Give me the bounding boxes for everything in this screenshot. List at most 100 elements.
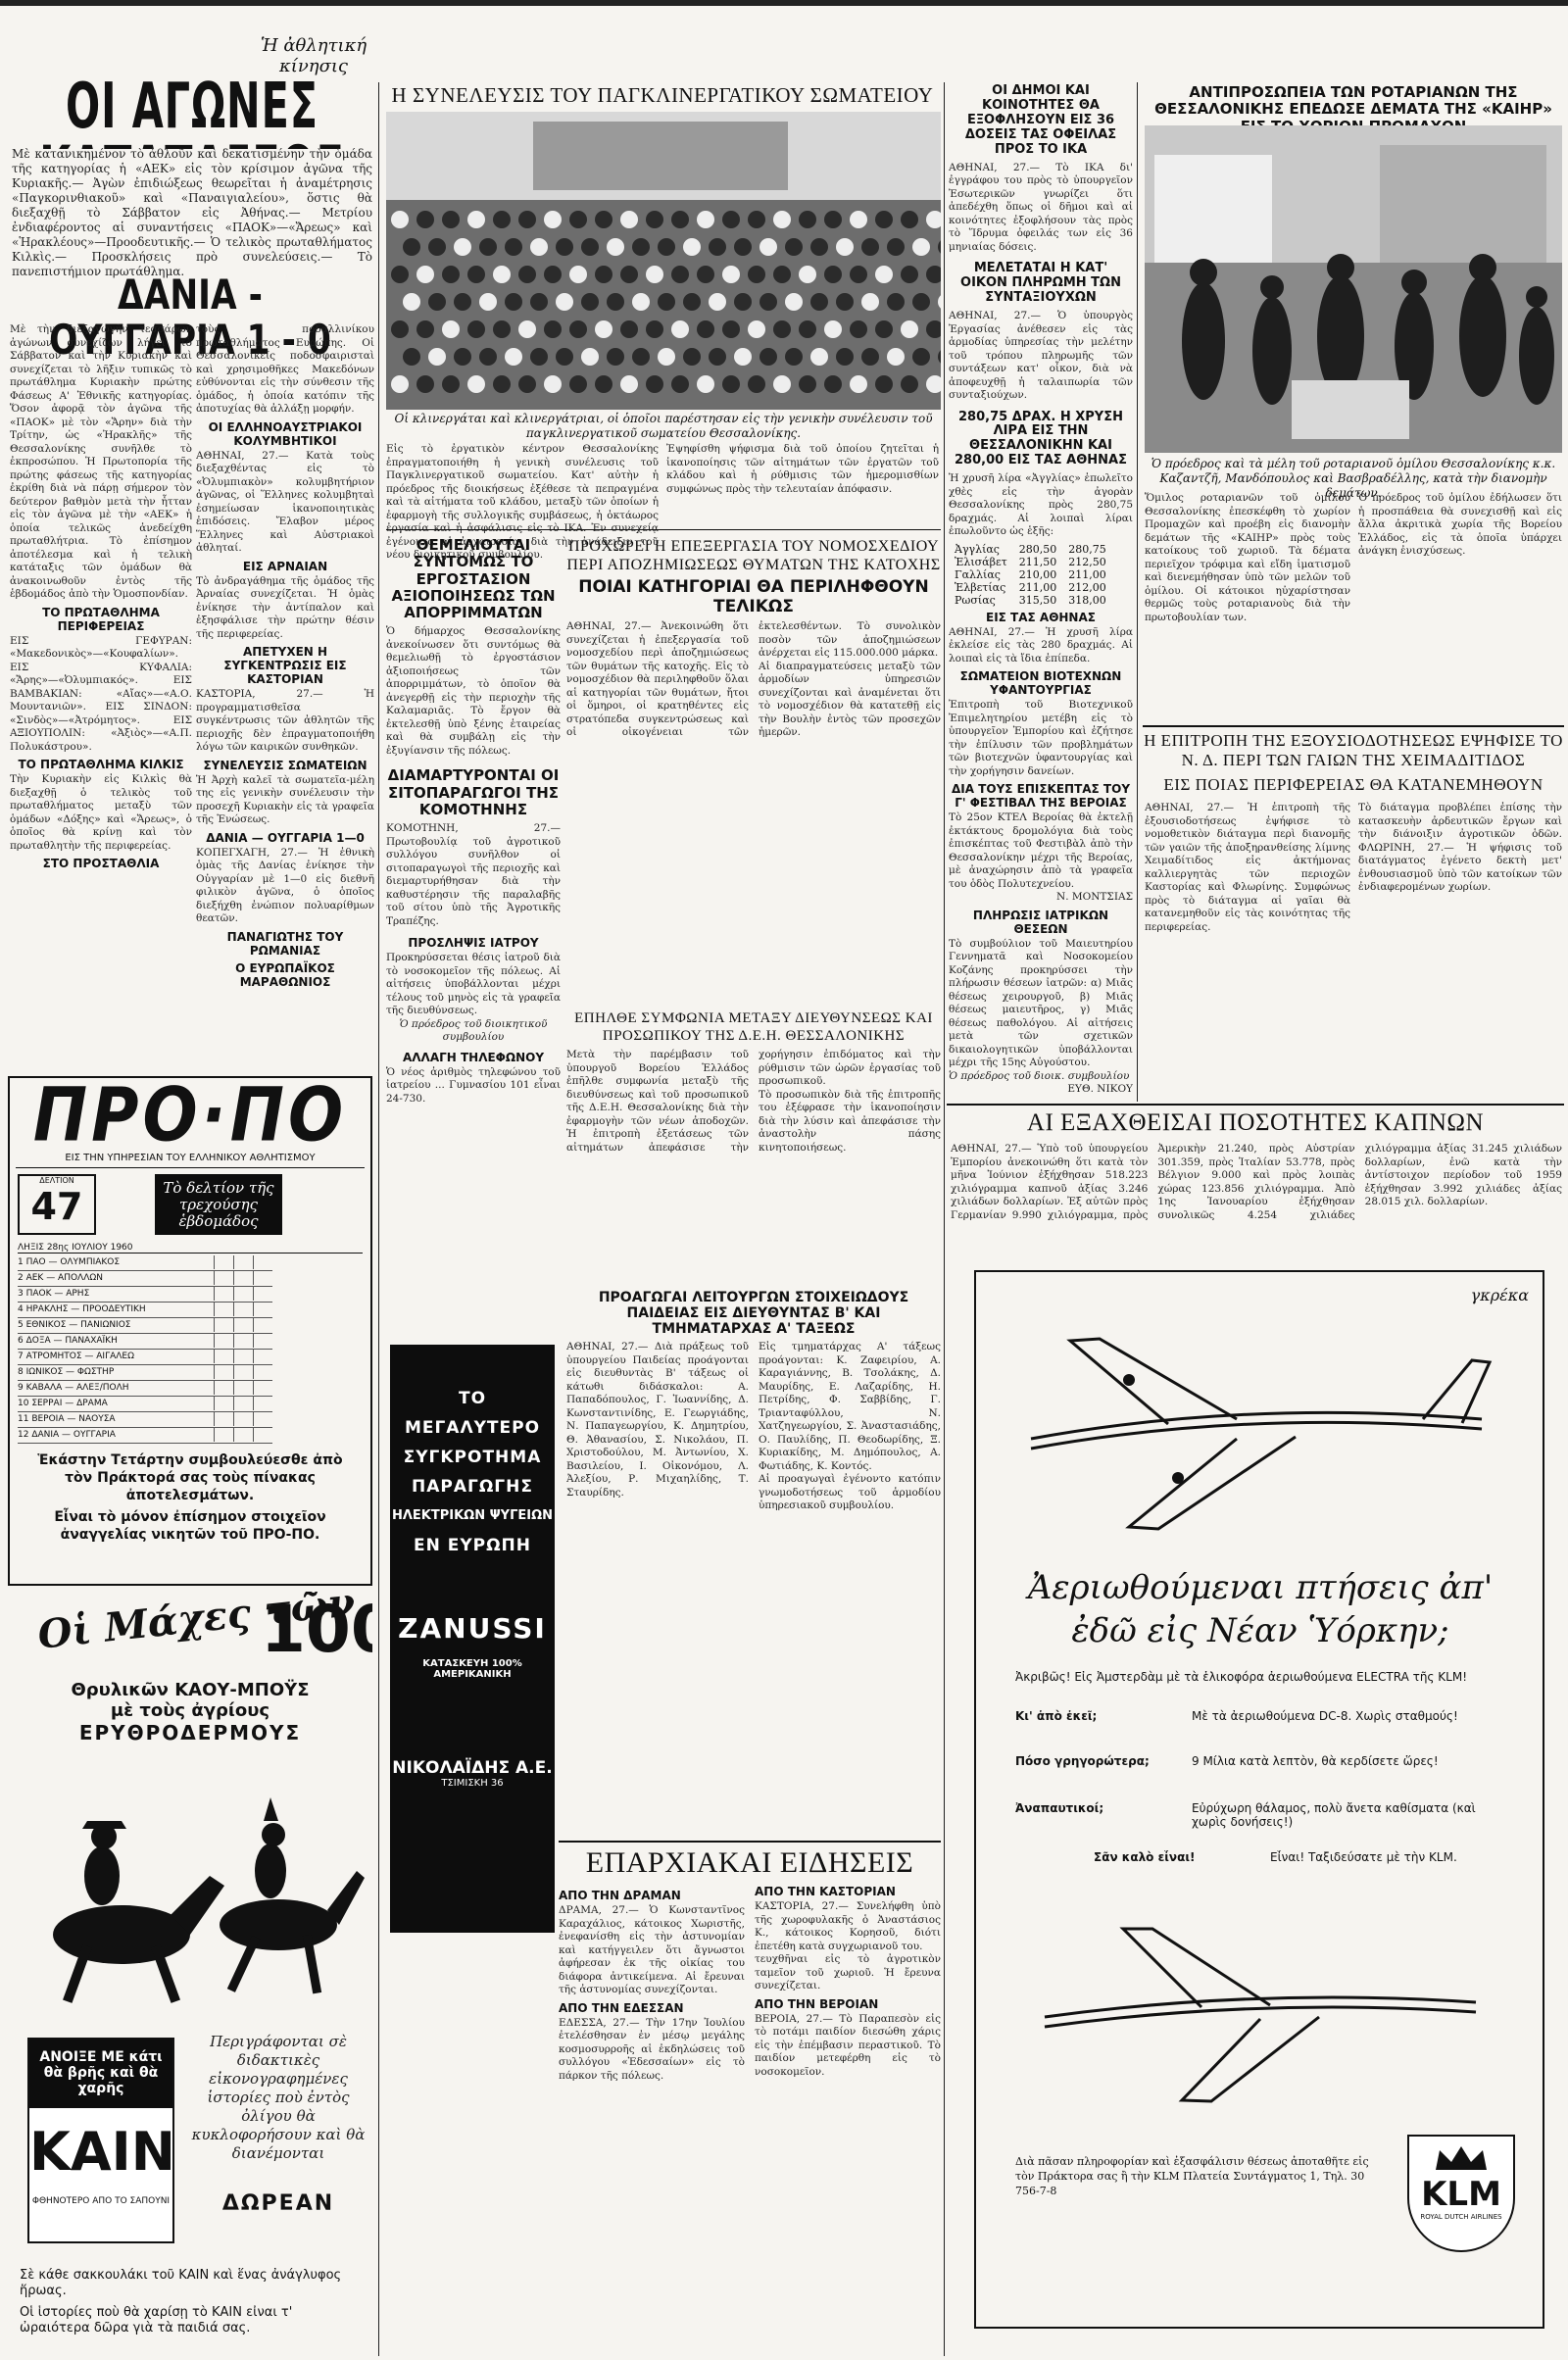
sports-lead: Μὲ κατανικημένον τὸ ἀθλοῦν καὶ δεκατισμέ… <box>12 147 372 278</box>
crowd-head <box>607 238 624 256</box>
crowd-head <box>620 211 638 228</box>
deh-body2: Τὸ προσωπικὸν διὰ τῆς ἐπιτροπῆς του ἐξέφ… <box>759 1088 941 1154</box>
gold-rate-buy: 211,50 <box>1018 555 1057 568</box>
gold-rate-name: Γαλλίας <box>955 567 1001 581</box>
propeller-plane-illustration <box>1030 1337 1493 1531</box>
crowd-head <box>683 348 701 366</box>
klm-q2: Πόσο γρηγορώτερα; <box>1015 1754 1150 1768</box>
bill-body2: Αἱ διαπραγματεύσεις μεταξὺ τῶν ἁρμοδίων … <box>759 660 941 739</box>
column-rule <box>1137 82 1138 1102</box>
crowd-head <box>836 293 854 311</box>
tobacco-headline: ΑΙ ΕΞΑΧΘΕΙΣΑΙ ΠΟΣΟΤΗΤΕΣ ΚΑΠΝΩΝ <box>1026 1109 1485 1136</box>
teachers-body: ΑΘΗΝΑΙ, 27.— Διὰ πράξεως τοῦ ὑπουργείου … <box>566 1341 749 1499</box>
crowd-head <box>824 320 842 338</box>
rotary-body: Ὅμιλος ροταριανῶν τοῦ ὁμίλου Θεσσαλονίκη… <box>1145 492 1350 623</box>
bill-body: ΑΘΗΝΑΙ, 27.— Ἀνεκοινώθη ὅτι συνεχίζεται … <box>566 620 941 739</box>
propo-slogan: Τὸ δελτίον τῆς τρεχούσης ἑβδομάδος <box>155 1174 282 1235</box>
arnaia-body: Τὸ ἀνδραγάθημα τῆς ὁμάδος τῆς Ἀρναίας συ… <box>196 574 374 640</box>
crowd-head <box>722 266 740 283</box>
pan-title: ΠΑΝΑΓΙΩΤΗΣ ΤΟΥ ΡΩΜΑΝΙΑΣ <box>226 929 344 958</box>
crowd-head <box>544 320 562 338</box>
deh-article: ΕΠΗΛΘΕ ΣΥΜΦΩΝΙΑ ΜΕΤΑΞΥ ΔΙΕΥΘΥΝΣΕΩΣ ΚΑΙ Π… <box>566 1009 941 1284</box>
crowd-head <box>773 320 791 338</box>
propo-match-row: 9 ΚΑΒΑΛΑ — ΑΛΕΞ/ΠΟΛΗ <box>18 1381 272 1397</box>
crowd-head <box>467 375 485 393</box>
crowd-head <box>836 238 854 256</box>
crowd-head <box>912 293 930 311</box>
groups-title: ΤΟ ΠΡΩΤΑΘΛΗΜΑ ΠΕΡΙΦΕΡΕΙΑΣ <box>42 605 160 633</box>
crowd-head <box>505 238 522 256</box>
greek-title: ΟΙ ΕΛΛΗΝΟΑΥΣΤΡΙΑΚΟΙ ΚΟΛΥΜΒΗΤΙΚΟΙ <box>208 419 363 448</box>
propo-match-label: 2 ΑΕΚ — ΑΠΟΛΛΩΝ <box>18 1273 103 1283</box>
rotary-body2: Ὁ πρόεδρος τοῦ ὁμίλου ἐδήλωσεν ὅτι ἡ προ… <box>1358 492 1562 557</box>
crowd-head <box>697 320 714 338</box>
match-headline: ΔΑΝΙΑ - ΟΥΓΓΑΡΙΑ 1 - 0 <box>49 272 331 364</box>
kain-box-slogan: ΑΝΟΙΞΕ ΜΕ κάτι θὰ βρῆς καὶ θὰ χαρῆς <box>29 2040 172 2108</box>
propo-match-row: 12 ΔΑΝΙΑ — ΟΥΓΓΑΡΙΑ <box>18 1428 272 1444</box>
crowd-head <box>493 266 511 283</box>
crowd-head <box>799 211 816 228</box>
zanussi-tagline: ΚΑΤΑΣΚΕΥΗ 100% ΑΜΕΡΙΚΑΝΙΚΗ <box>422 1658 522 1680</box>
crowd-head <box>861 238 879 256</box>
crowd-head <box>824 266 842 283</box>
crowd-head <box>658 293 675 311</box>
crowd-head <box>887 293 905 311</box>
zanussi-brand: ZANUSSI <box>398 1612 547 1645</box>
zanussi-line3: ΠΑΡΑΓΩΓΗΣ <box>412 1477 533 1497</box>
crowd-head <box>799 266 816 283</box>
crowd-head <box>607 293 624 311</box>
crowd-head <box>632 238 650 256</box>
gold-rate-sell: 212,00 <box>1068 580 1106 594</box>
crowd-head <box>722 211 740 228</box>
crowd-head <box>646 266 663 283</box>
propo-match-row: 7 ΑΤΡΟΜΗΤΟΣ — ΑΙΓΑΛΕΩ <box>18 1350 272 1365</box>
drama-title: ΑΠΟ ΤΗΝ ΔΡΑΜΑΝ <box>559 1889 681 1902</box>
crowd-head <box>530 348 548 366</box>
denmark-title: ΔΑΝΙΑ — ΟΥΓΓΑΡΙΑ 1—0 <box>206 830 365 845</box>
gold-rate-buy: 211,00 <box>1018 580 1057 594</box>
crowd-head <box>632 348 650 366</box>
zanussi-dealer: ΝΙΚΟΛΑΪΔΗΣ Α.Ε. <box>392 1758 553 1778</box>
cont-title: ΣΤΟ ΠΡΟΣΤΑΘΛΙΑ <box>42 857 160 870</box>
kain-packet: ΑΝΟΙΞΕ ΜΕ κάτι θὰ βρῆς καὶ θὰ χαρῆς ΚΑΙΝ… <box>27 2038 174 2243</box>
propo-match-label: 12 ΔΑΝΙΑ — ΟΥΓΓΑΡΙΑ <box>18 1430 116 1440</box>
crowd-head <box>901 320 918 338</box>
crowd-head <box>912 238 930 256</box>
provincial-col2: τευχθῆναι εἰς τὸ ἀγροτικὸν ταμεῖον τοῦ χ… <box>755 1953 941 1991</box>
crowd-head <box>569 320 587 338</box>
crowd-head <box>454 293 471 311</box>
crowd-head <box>569 375 587 393</box>
kain-brand-sub: ΦΘΗΝΟΤΕΡΟ ΑΠΟ ΤΟ ΣΑΠΟΥΝΙ <box>31 2196 171 2206</box>
protest-headline: ΔΙΑΜΑΡΤΥΡΟΝΤΑΙ ΟΙ ΣΙΤΟΠΑΡΑΓΩΓΟΙ ΤΗΣ ΚΟΜΟ… <box>387 766 560 818</box>
crowd-head <box>632 293 650 311</box>
crowd-head <box>760 238 777 256</box>
crowd-head <box>518 211 536 228</box>
crowd-head <box>824 375 842 393</box>
propo-match-cells <box>214 1287 272 1301</box>
land-headline: Η ΕΠΙΤΡΟΠΗ ΤΗΣ ΕΞΟΥΣΙΟΔΟΤΗΣΕΩΣ ΕΨΗΦΙΣΕ Τ… <box>1144 731 1563 769</box>
crowd-head <box>887 238 905 256</box>
crowd-head <box>912 348 930 366</box>
propo-match-label: 10 ΣΕΡΡΑΙ — ΔΡΑΜΑ <box>18 1399 108 1408</box>
crowd-head <box>850 266 867 283</box>
crowd-head <box>734 293 752 311</box>
crowd-head <box>875 375 893 393</box>
propo-match-label: 8 ΙΩΝΙΚΟΣ — ΦΩΣΤΗΡ <box>18 1367 115 1377</box>
land-body2: Τὸ διάταγμα προβλέπει ἐπίσης τὴν κατασκε… <box>1358 802 1562 893</box>
klm-logo-text: KLM <box>1421 2175 1501 2214</box>
zanussi-line5: ΕΝ ΕΥΡΩΠΗ <box>413 1536 532 1555</box>
propo-ad: ΠΡΟ·ΠΟ ΕΙΣ ΤΗΝ ΥΠΗΡΕΣΙΑΝ ΤΟΥ ΕΛΛΗΝΙΚΟΥ Α… <box>8 1076 372 1586</box>
crowd-head <box>467 211 485 228</box>
deh-body: Μετὰ τὴν παρέμβασιν τοῦ ὑπουργοῦ Βορείου… <box>566 1049 941 1154</box>
crowd-head <box>646 375 663 393</box>
crowd-head <box>428 348 446 366</box>
crowd-head <box>671 320 689 338</box>
propo-week-label: ΔΕΛΤΙΟΝ <box>39 1176 74 1185</box>
crowd-head <box>416 375 434 393</box>
propo-logo: ΠΡΟ·ΠΟ <box>32 1076 348 1158</box>
section-rule <box>947 1104 1564 1106</box>
sports-column-a: Μὲ τὴν διεξαγωγὴν τεσσάρων ἀγώνων συνεχί… <box>10 323 192 1068</box>
klm-logo: KLM ROYAL DUTCH AIRLINES <box>1407 2135 1515 2252</box>
crowd-head <box>569 211 587 228</box>
